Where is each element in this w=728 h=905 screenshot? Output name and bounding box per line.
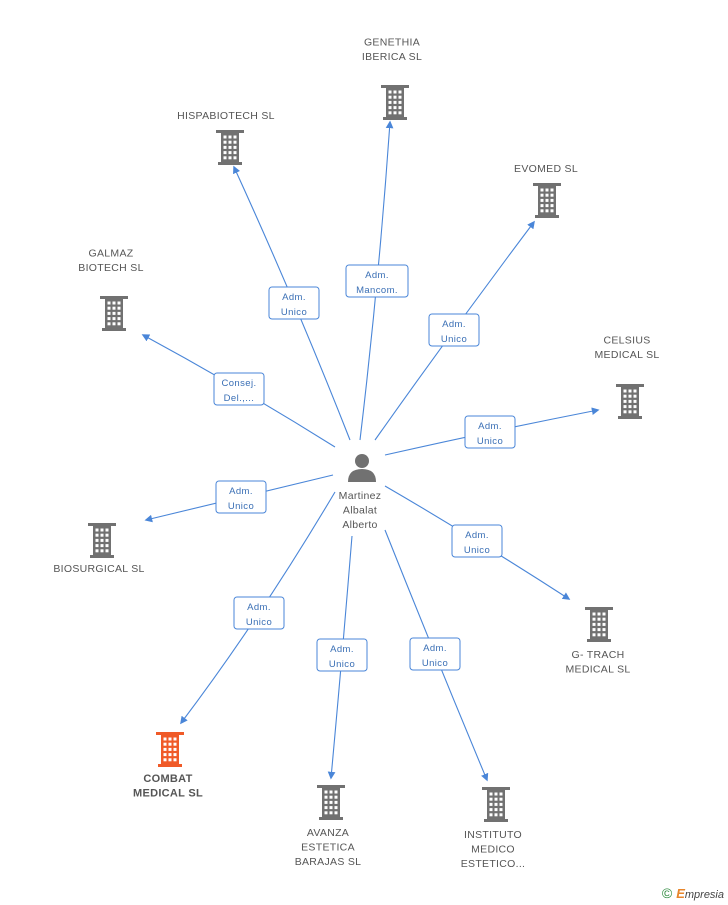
company-label-line[interactable]: BARAJAS SL (295, 856, 362, 868)
company-label-line[interactable]: MEDICAL SL (565, 664, 630, 676)
building-icon[interactable] (616, 384, 644, 419)
relation-label: Del.,... (224, 393, 255, 404)
relation-label: Unico (441, 334, 467, 345)
building-icon[interactable] (156, 732, 184, 767)
relations-layer: Adm.Mancom.Adm.UnicoAdm.UnicoConsej.Del.… (213, 264, 516, 672)
building-icon[interactable] (88, 523, 116, 558)
relation-badge-genethia[interactable]: Adm. Mancom. (345, 264, 409, 298)
relation-label: Unico (329, 659, 355, 670)
building-icon[interactable] (100, 296, 128, 331)
relation-label: Unico (422, 658, 448, 669)
relation-badge-evomed[interactable]: Adm. Unico (428, 313, 480, 347)
relation-badge-gtrach[interactable]: Adm. Unico (451, 524, 503, 558)
company-label-line[interactable]: AVANZA (307, 827, 349, 839)
company-node-galmaz[interactable]: GALMAZ BIOTECH SL (78, 248, 143, 332)
relation-label: Unico (464, 545, 490, 556)
relation-badge-galmaz[interactable]: Consej. Del.,... (213, 372, 265, 406)
company-label-line[interactable]: MEDICAL SL (133, 788, 203, 800)
company-label-line[interactable]: IBERICA SL (362, 51, 422, 63)
company-label-line[interactable]: COMBAT (143, 773, 192, 785)
relation-label: Adm. (365, 270, 389, 281)
relation-label: Adm. (229, 486, 253, 497)
company-node-biosurgical[interactable]: BIOSURGICAL SL (53, 523, 144, 575)
person-name-line[interactable]: Martinez (339, 490, 382, 502)
company-label-line[interactable]: MEDICO (471, 844, 515, 856)
person-name-line[interactable]: Alberto (342, 519, 377, 531)
copyright-icon: © (661, 885, 673, 901)
company-label-line[interactable]: MEDICAL SL (594, 349, 659, 361)
company-label-line[interactable]: ESTETICA (301, 842, 355, 854)
building-icon[interactable] (533, 183, 561, 218)
company-node-celsius[interactable]: CELSIUS MEDICAL SL (594, 335, 659, 420)
relation-label: Unico (246, 617, 272, 628)
company-label-line[interactable]: ESTETICO... (461, 858, 526, 870)
building-icon[interactable] (381, 85, 409, 120)
company-label-line[interactable]: GENETHIA (364, 37, 420, 49)
nodes-layer: GENETHIA IBERICA SL HISPABIOTECH SL EVOMED … (53, 37, 659, 871)
company-node-evomed[interactable]: EVOMED SL (514, 163, 578, 218)
building-icon[interactable] (317, 785, 345, 820)
company-label-line[interactable]: CELSIUS (603, 335, 650, 347)
relation-label: Unico (281, 307, 307, 318)
company-node-instituto[interactable]: INSTITUTO MEDICO ESTETICO... (461, 787, 526, 870)
relation-badge-celsius[interactable]: Adm. Unico (464, 415, 516, 449)
relation-badge-avanza[interactable]: Adm. Unico (316, 638, 368, 672)
edges-layer (141, 120, 600, 782)
footer-branding[interactable]: © Empresia (662, 885, 724, 901)
relation-badge-combat[interactable]: Adm. Unico (233, 596, 285, 630)
company-node-combat[interactable]: COMBAT MEDICAL SL (133, 732, 203, 800)
relation-label: Unico (228, 501, 254, 512)
person-icon[interactable] (348, 454, 376, 482)
relation-label: Adm. (423, 643, 447, 654)
relation-label: Adm. (247, 602, 271, 613)
person-name-line[interactable]: Albalat (343, 505, 377, 517)
building-icon[interactable] (216, 130, 244, 165)
company-label-line[interactable]: INSTITUTO (464, 829, 522, 841)
company-node-hispabiotech[interactable]: HISPABIOTECH SL (177, 110, 275, 165)
building-icon[interactable] (482, 787, 510, 822)
company-node-gtrach[interactable]: G- TRACH MEDICAL SL (565, 607, 630, 676)
relation-label: Consej. (221, 378, 256, 389)
company-node-avanza[interactable]: AVANZA ESTETICA BARAJAS SL (295, 785, 362, 868)
relation-label: Adm. (442, 319, 466, 330)
relation-label: Adm. (282, 292, 306, 303)
brand-logo: Empresia (676, 885, 724, 901)
relation-label: Adm. (330, 644, 354, 655)
relation-label: Adm. (465, 530, 489, 541)
company-label-line[interactable]: HISPABIOTECH SL (177, 110, 275, 122)
relation-badge-instituto[interactable]: Adm. Unico (409, 637, 461, 671)
relation-label: Mancom. (356, 285, 398, 296)
company-node-genethia[interactable]: GENETHIA IBERICA SL (362, 37, 422, 121)
company-label-line[interactable]: BIOSURGICAL SL (53, 563, 144, 575)
relation-label: Adm. (478, 421, 502, 432)
relation-badge-hispabiotech[interactable]: Adm. Unico (268, 286, 320, 320)
company-label-line[interactable]: G- TRACH (572, 649, 625, 661)
company-label-line[interactable]: BIOTECH SL (78, 262, 143, 274)
company-label-line[interactable]: GALMAZ (89, 248, 134, 260)
relation-label: Unico (477, 436, 503, 447)
relation-badge-biosurgical[interactable]: Adm. Unico (215, 480, 267, 514)
building-icon[interactable] (585, 607, 613, 642)
company-label-line[interactable]: EVOMED SL (514, 163, 578, 175)
